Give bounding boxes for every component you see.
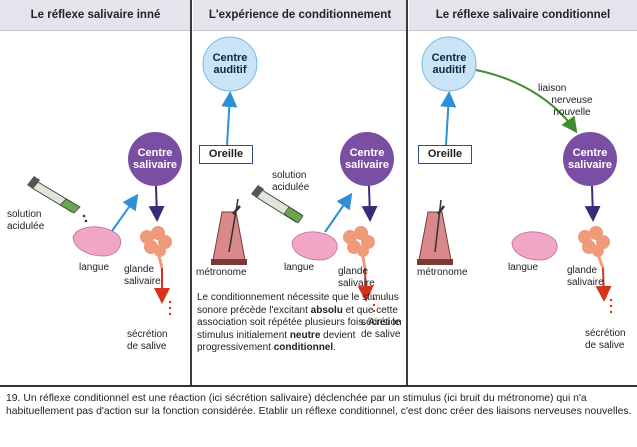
gland-icon [343, 226, 375, 269]
label-line: Centre [349, 147, 385, 159]
panel-header: L'expérience de conditionnement [193, 0, 407, 31]
label-line: salivaire [132, 159, 178, 171]
metronome-icon [417, 199, 453, 265]
glande-label: glande salivaire [124, 264, 161, 288]
langue-label: langue [508, 262, 539, 273]
panel-title: Le réflexe salivaire inné [30, 9, 161, 21]
label-line: salivaire [567, 277, 604, 288]
figure-caption: 19. Un réflexe conditionnel est une réac… [6, 393, 632, 417]
panel-header: Le réflexe salivaire conditionnel [409, 0, 637, 31]
saliva-arrow [357, 267, 374, 302]
centre-salivaire-label: Centre salivaire [337, 147, 397, 171]
secretion-label: sécrétion de salive [361, 317, 402, 341]
efferent-arrow [584, 185, 601, 222]
pipette-icon [27, 176, 81, 214]
label-line: solution [7, 209, 42, 220]
liaison-label: liaison nerveuse nouvelle [532, 83, 612, 119]
label-line: salivaire [338, 278, 375, 289]
panel-conditioning-experiment: L'expérience de conditionnement [193, 0, 407, 385]
panel-title: L'expérience de conditionnement [208, 9, 392, 21]
label-line: liaison [538, 83, 567, 94]
centre-salivaire-circle [340, 132, 394, 186]
secretion-label: sécrétion de salive [585, 328, 626, 352]
panel-innate-reflex: Le réflexe salivaire inné [0, 0, 191, 385]
label-line: glande [567, 265, 598, 276]
label-line: Centre [212, 52, 248, 64]
label-line: de salive [361, 329, 401, 340]
metronome-label: métronome [196, 267, 247, 278]
label-line: acidulée [272, 182, 310, 193]
centre-auditif-circle [202, 36, 258, 92]
oreille-box: Oreille [199, 145, 253, 164]
glande-label: glande salivaire [338, 266, 375, 290]
panel-divider [190, 0, 192, 385]
label-line: nouvelle [553, 107, 591, 118]
label-line: nerveuse [551, 95, 593, 106]
gland-icon [140, 226, 172, 269]
tongue-icon [291, 231, 338, 261]
afferent-arrow [324, 192, 353, 233]
bottom-rule [0, 385, 637, 387]
note-emphasis: neutre [289, 329, 321, 341]
label-line: salivaire [124, 276, 161, 287]
diagram-drawing [27, 36, 617, 316]
panel-divider [406, 0, 408, 385]
gland-icon [578, 226, 610, 269]
centre-salivaire-circle [128, 132, 182, 186]
label-line: sécrétion [585, 328, 626, 339]
label-line: glande [338, 266, 369, 277]
centre-auditif-label: Centre auditif [419, 52, 479, 76]
note-text: Le conditionnement nécessite que le stim… [197, 292, 399, 316]
oreille-box: Oreille [418, 145, 472, 164]
centre-salivaire-label: Centre salivaire [125, 147, 185, 171]
note-text: devient progressivement [197, 329, 356, 354]
conditioning-note: Le conditionnement nécessite que le stim… [197, 292, 402, 355]
glande-label: glande salivaire [567, 265, 604, 289]
metronome-label: métronome [417, 267, 468, 278]
saliva-arrow [595, 267, 612, 302]
panel-header: Le réflexe salivaire inné [0, 0, 191, 31]
solution-label: solution acidulée [7, 209, 44, 233]
label-line: sécrétion [361, 317, 402, 328]
langue-label: langue [79, 262, 110, 273]
label-line: glande [124, 264, 155, 275]
tongue-icon [72, 226, 122, 257]
efferent-arrow [361, 185, 378, 222]
drop [84, 219, 88, 223]
efferent-arrow [148, 185, 165, 222]
label-line: solution [272, 170, 307, 181]
auditory-arrow [221, 91, 238, 146]
drop [82, 214, 86, 218]
label-line: de salive [585, 340, 625, 351]
new-nervous-link-arrow [475, 69, 578, 134]
label-line: Centre [431, 52, 467, 64]
label-line: auditif [432, 64, 466, 76]
centre-salivaire-circle [563, 132, 617, 186]
label-line: salivaire [344, 159, 390, 171]
tongue-icon [511, 231, 558, 261]
label-line: sécrétion [127, 329, 168, 340]
label-line: de salive [127, 341, 167, 352]
label-line: Centre [137, 147, 173, 159]
note-emphasis: conditionnel [273, 342, 334, 354]
note-text: . [333, 342, 336, 354]
centre-auditif-label: Centre auditif [200, 52, 260, 76]
label-line: salivaire [567, 159, 613, 171]
centre-salivaire-label: Centre salivaire [560, 147, 620, 171]
note-emphasis: absolu [310, 304, 343, 316]
solution-label: solution acidulée [272, 170, 309, 194]
auditory-arrow [440, 91, 457, 146]
langue-label: langue [284, 262, 315, 273]
label-line: Centre [572, 147, 608, 159]
panel-title: Le réflexe salivaire conditionnel [435, 9, 611, 21]
pipette-icon [251, 185, 304, 224]
metronome-icon [211, 198, 247, 265]
note-text: et que cette association soit répétée pl… [197, 304, 401, 341]
afferent-arrow [111, 193, 139, 232]
secretion-label: sécrétion de salive [127, 329, 168, 353]
centre-auditif-circle [421, 36, 477, 92]
label-line: acidulée [7, 221, 45, 232]
label-line: auditif [213, 64, 247, 76]
